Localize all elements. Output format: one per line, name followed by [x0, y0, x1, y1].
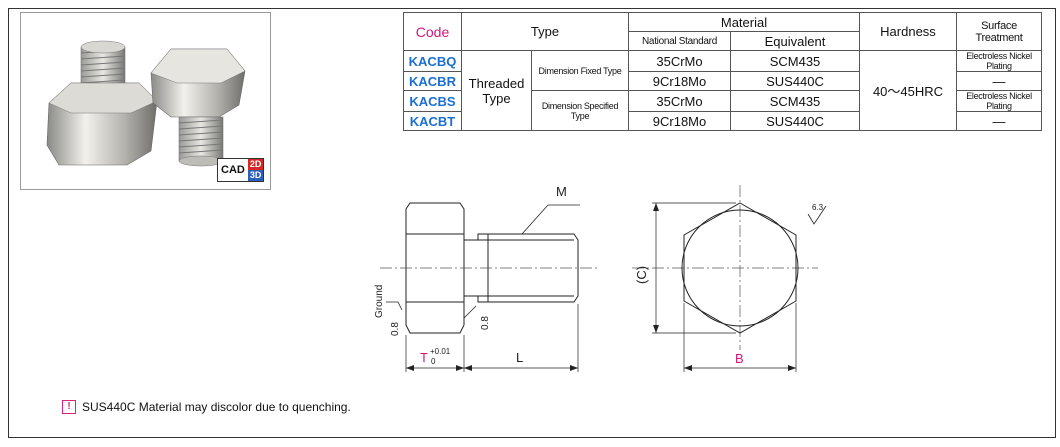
cad-badge[interactable]: CAD 2D 3D — [217, 158, 265, 182]
hardness-header: Hardness — [859, 12, 957, 51]
footnote: ! SUS440C Material may discolor due to q… — [62, 400, 351, 414]
page-frame — [8, 8, 1056, 438]
footnote-text: SUS440C Material may discolor due to que… — [82, 400, 351, 414]
code-cell[interactable]: KACBS — [403, 90, 462, 112]
material-header: Material — [628, 12, 860, 32]
equivalent-header: Equivalent — [730, 31, 860, 51]
spec-table: Code Type Material Hardness Surface Trea… — [403, 12, 1042, 131]
type-group-cell: Threaded Type — [461, 50, 532, 131]
code-cell[interactable]: KACBQ — [403, 50, 462, 72]
subtype-specified-cell: Dimension Specified Type — [531, 90, 629, 131]
national-cell: 9Cr18Mo — [628, 71, 731, 91]
type-header: Type — [461, 12, 629, 51]
national-cell: 9Cr18Mo — [628, 111, 731, 131]
surface-cell: Electroless Nickel Plating — [956, 90, 1042, 112]
cad-3d-label: 3D — [247, 170, 264, 181]
national-cell: 35CrMo — [628, 50, 731, 72]
product-illustration — [46, 40, 246, 167]
cad-dims: 2D 3D — [247, 159, 264, 181]
national-cell: 35CrMo — [628, 90, 731, 112]
cad-label: CAD — [221, 164, 245, 176]
hardness-cell: 40～45HRC — [859, 50, 957, 131]
equivalent-cell: SCM435 — [730, 50, 860, 72]
national-standard-header: National Standard — [628, 31, 731, 51]
info-icon: ! — [62, 400, 76, 414]
cad-2d-label: 2D — [247, 159, 264, 170]
code-cell[interactable]: KACBT — [403, 111, 462, 131]
code-cell[interactable]: KACBR — [403, 71, 462, 91]
equivalent-cell: SUS440C — [730, 111, 860, 131]
code-header: Code — [403, 12, 462, 51]
surface-cell: Electroless Nickel Plating — [956, 50, 1042, 72]
surface-cell: — — [956, 71, 1042, 91]
equivalent-cell: SCM435 — [730, 90, 860, 112]
subtype-fixed-cell: Dimension Fixed Type — [531, 50, 629, 91]
surface-cell: — — [956, 111, 1042, 131]
surface-treatment-header: Surface Treatment — [956, 12, 1042, 51]
equivalent-cell: SUS440C — [730, 71, 860, 91]
